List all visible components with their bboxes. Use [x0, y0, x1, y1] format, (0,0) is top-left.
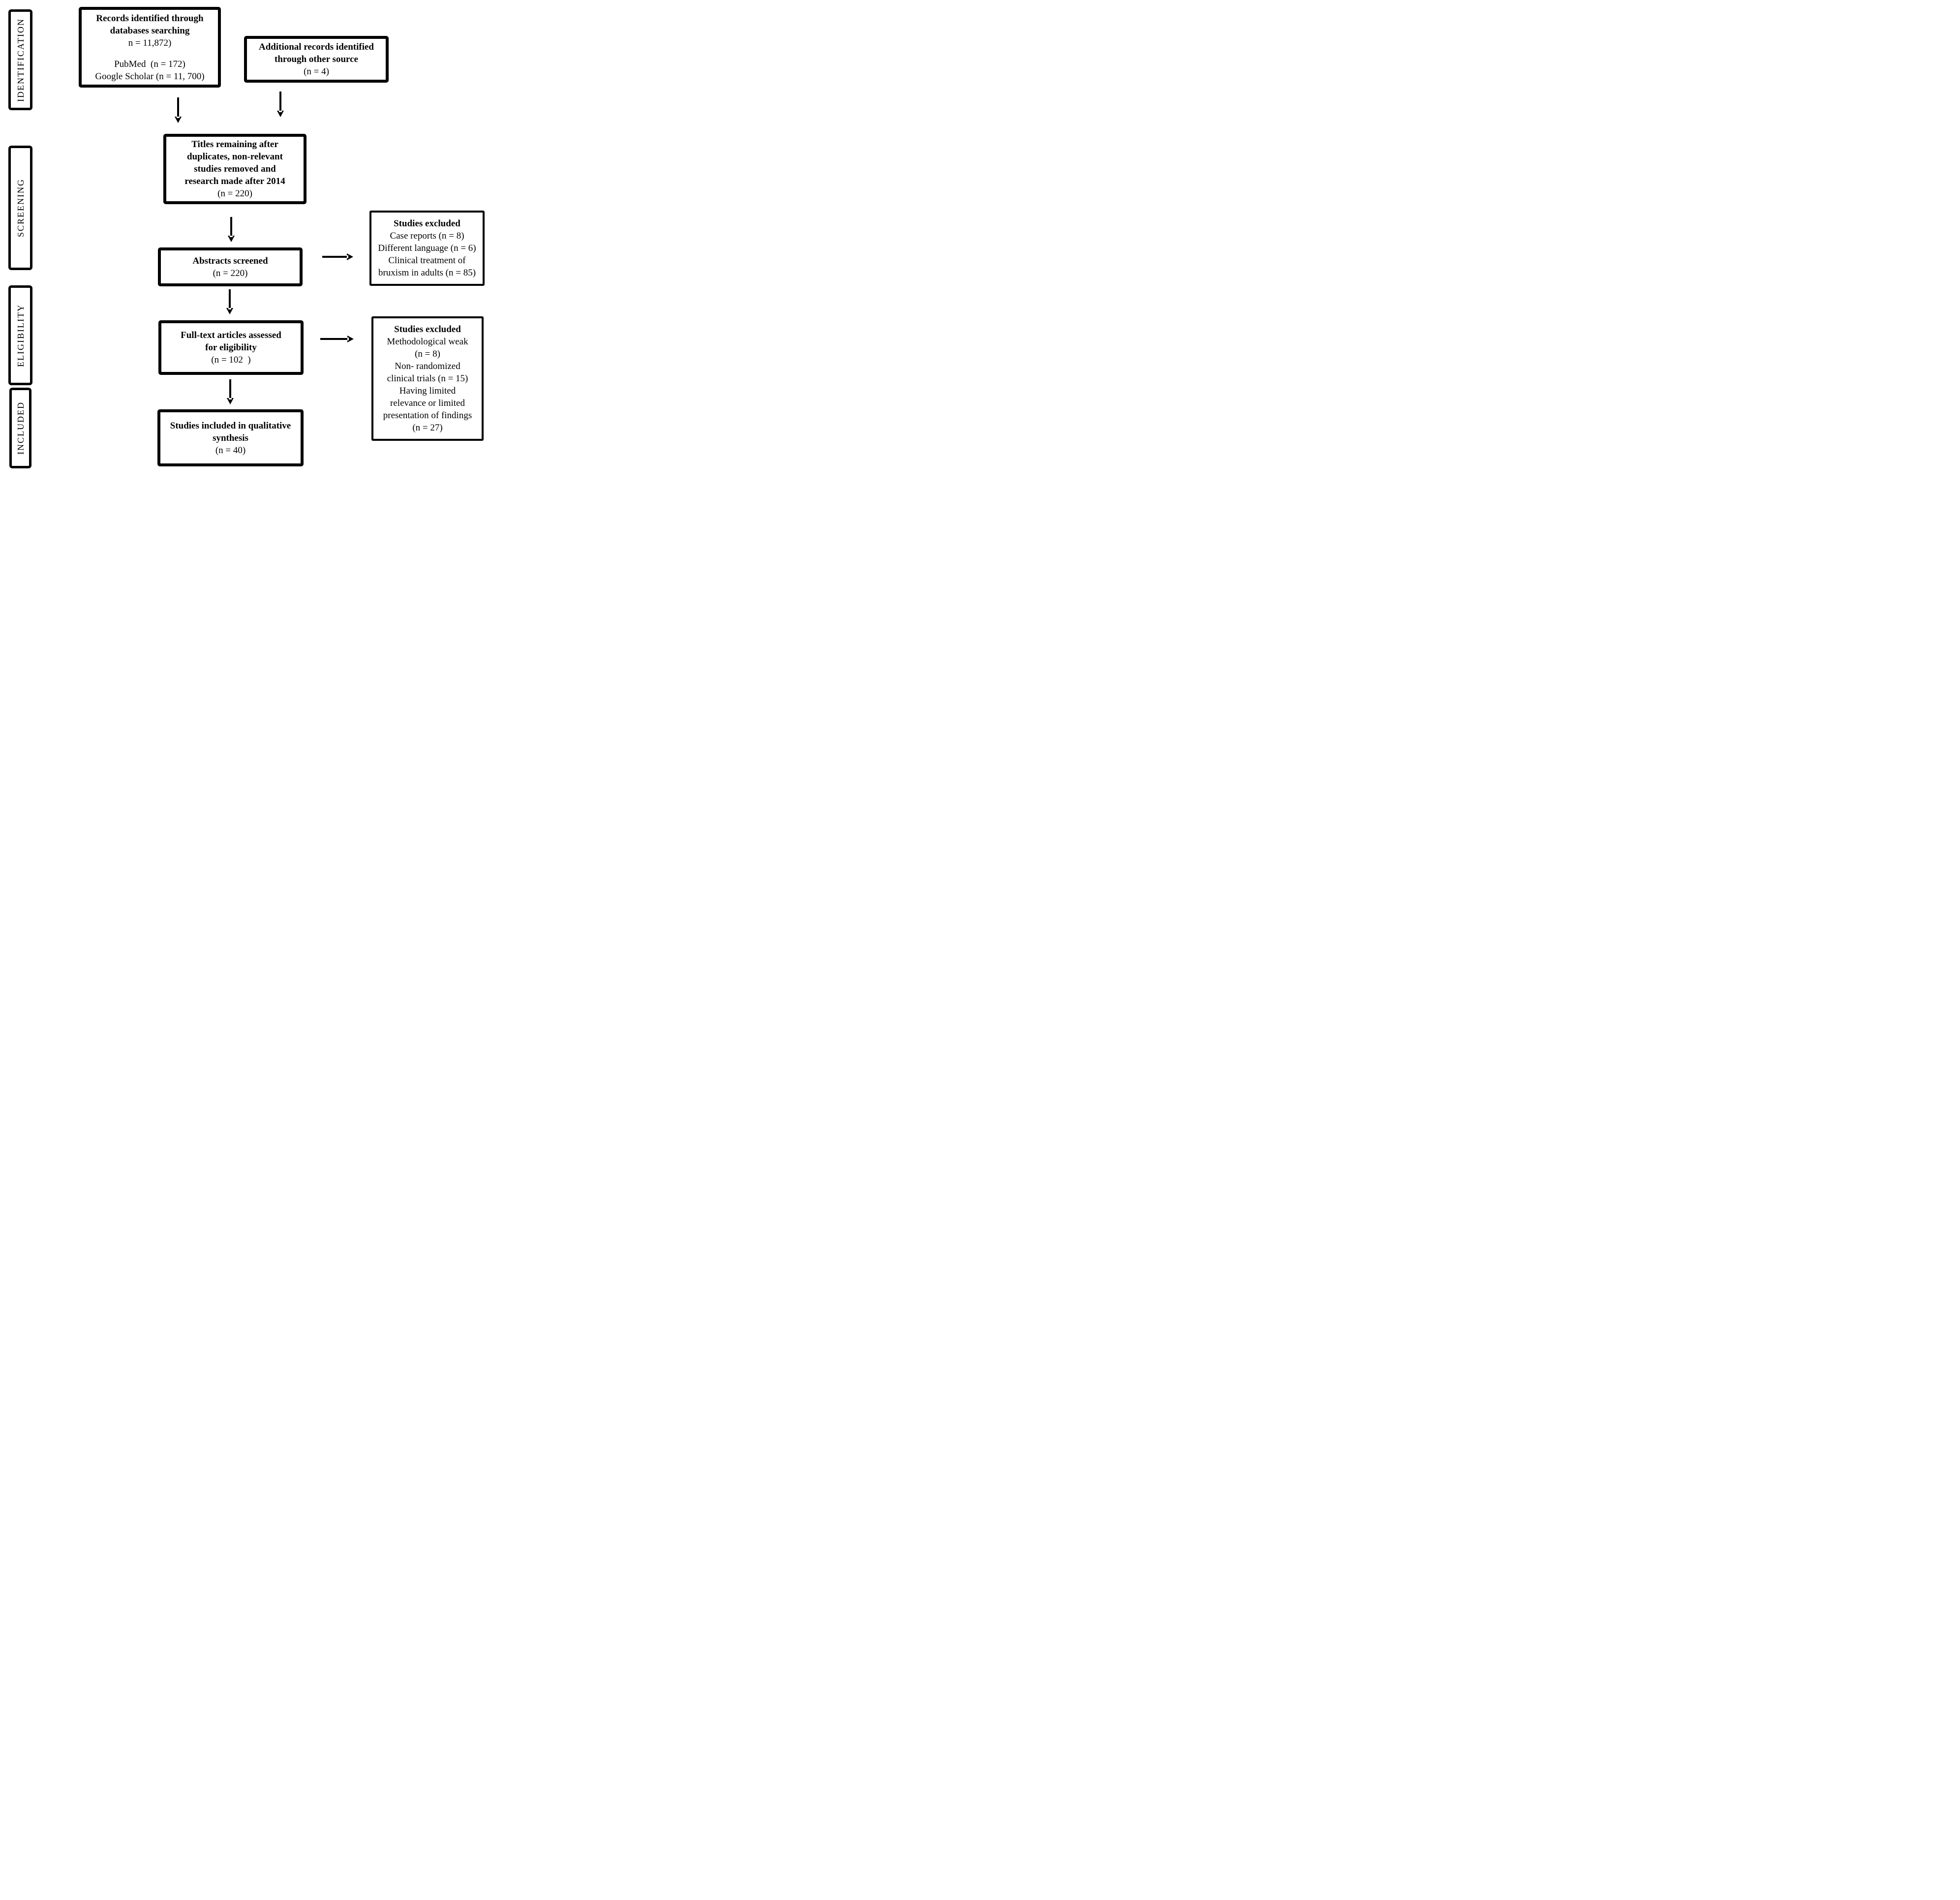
box-additional-records: Additional records identified through ot… [244, 36, 389, 83]
arrow-records-to-titles [175, 97, 182, 123]
box-excluded-screening-case-reports: Case reports (n = 8) [390, 231, 464, 241]
box-fulltext-count: (n = 102 ) [211, 355, 251, 365]
box-abstracts-title: Abstracts screened [192, 255, 268, 266]
arrow-head [175, 117, 182, 123]
box-records-title: Records identified through databases sea… [96, 13, 204, 36]
box-excluded-eligibility-limited-relevance: Having limited relevance or limited pres… [383, 386, 472, 433]
arrow-head [347, 336, 354, 342]
box-included-count: (n = 40) [215, 445, 246, 456]
arrow-fulltext-to-included [227, 379, 234, 404]
stage-label-screening-text: SCREENING [15, 178, 26, 237]
box-fulltext-assessed: Full-text articles assessed for eligibil… [158, 320, 304, 375]
arrow-notch [347, 255, 348, 258]
stage-label-eligibility-text: ELIGIBILITY [15, 304, 26, 367]
box-titles-title: Titles remaining after duplicates, non-r… [184, 139, 285, 186]
arrow-additional-to-titles [277, 92, 284, 117]
box-excluded-screening: Studies excluded Case reports (n = 8) Di… [369, 211, 485, 286]
box-records-identified: Records identified through databases sea… [79, 7, 221, 88]
box-excluded-screening-title: Studies excluded [394, 218, 460, 229]
arrow-notch [230, 236, 233, 237]
arrow-notch [279, 111, 282, 112]
arrow-head [277, 111, 284, 117]
arrow-titles-to-abstracts [228, 217, 235, 242]
box-excluded-eligibility-methodological-weak: Methodological weak (n = 8) [387, 337, 468, 359]
box-abstracts-count: (n = 220) [213, 268, 248, 278]
box-excluded-eligibility-non-randomized: Non- randomized clinical trials (n = 15) [387, 361, 468, 384]
arrow-head [347, 253, 353, 260]
box-studies-included: Studies included in qualitative synthesi… [157, 409, 304, 466]
stage-label-identification: IDENTIFICATION [8, 9, 32, 110]
box-records-source-google-scholar: Google Scholar (n = 11, 700) [95, 71, 205, 82]
box-included-title: Studies included in qualitative synthesi… [170, 420, 291, 443]
stage-label-screening: SCREENING [8, 146, 32, 270]
stage-label-included-text: INCLUDED [15, 401, 26, 455]
arrow-abstracts-to-fulltext [226, 289, 233, 314]
arrow-shaft [279, 92, 281, 112]
arrow-shaft [229, 379, 231, 399]
arrow-head [227, 398, 234, 404]
arrow-fulltext-to-excluded [320, 336, 354, 342]
stage-label-included: INCLUDED [9, 388, 31, 468]
box-titles-remaining: Titles remaining after duplicates, non-r… [163, 134, 306, 204]
prisma-flow-diagram: IDENTIFICATION SCREENING ELIGIBILITY INC… [0, 0, 490, 475]
arrow-notch [228, 308, 231, 309]
box-records-count: n = 11,872) [128, 37, 172, 48]
box-fulltext-title: Full-text articles assessed for eligibil… [181, 330, 281, 353]
box-titles-count: (n = 220) [217, 188, 252, 199]
arrow-head [228, 236, 235, 242]
arrow-notch [229, 398, 232, 399]
box-additional-title: Additional records identified through ot… [259, 42, 374, 64]
arrow-shaft [229, 289, 231, 309]
stage-label-identification-text: IDENTIFICATION [15, 18, 26, 102]
box-excluded-screening-different-language: Different language (n = 6) [378, 243, 476, 253]
box-excluded-eligibility: Studies excluded Methodological weak (n … [371, 316, 484, 441]
arrow-shaft [177, 97, 179, 118]
arrow-abstracts-to-excluded [322, 253, 353, 260]
arrow-head [226, 308, 233, 314]
arrow-shaft [230, 217, 232, 237]
arrow-notch [177, 117, 180, 118]
stage-label-eligibility: ELIGIBILITY [8, 285, 32, 385]
box-abstracts-screened: Abstracts screened (n = 220) [158, 247, 303, 286]
box-records-source-pubmed: PubMed (n = 172) [114, 59, 185, 69]
box-excluded-screening-clinical-treatment: Clinical treatment of bruxism in adults … [378, 255, 476, 278]
box-additional-count: (n = 4) [304, 66, 329, 77]
arrow-notch [347, 337, 349, 340]
arrow-shaft [322, 256, 348, 258]
box-excluded-eligibility-title: Studies excluded [394, 324, 461, 335]
arrow-shaft [320, 338, 348, 340]
